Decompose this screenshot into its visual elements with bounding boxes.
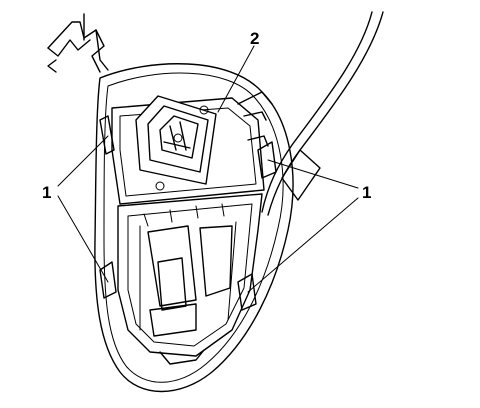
- callout-2-leader: [217, 45, 255, 113]
- mirror-housing: [94, 63, 294, 393]
- callout-1-left: 1: [42, 183, 51, 202]
- mounting-bracket: [47, 13, 109, 73]
- callout-1-right: 1: [362, 183, 371, 202]
- electrical-connector: [135, 95, 217, 191]
- retaining-tabs: [99, 115, 277, 311]
- callout-1-leaders: [57, 135, 359, 293]
- callout-2: 2: [250, 29, 259, 48]
- housing-internals: [117, 193, 263, 365]
- wiring-harness: [261, 11, 384, 216]
- actuator-plate: [111, 91, 273, 205]
